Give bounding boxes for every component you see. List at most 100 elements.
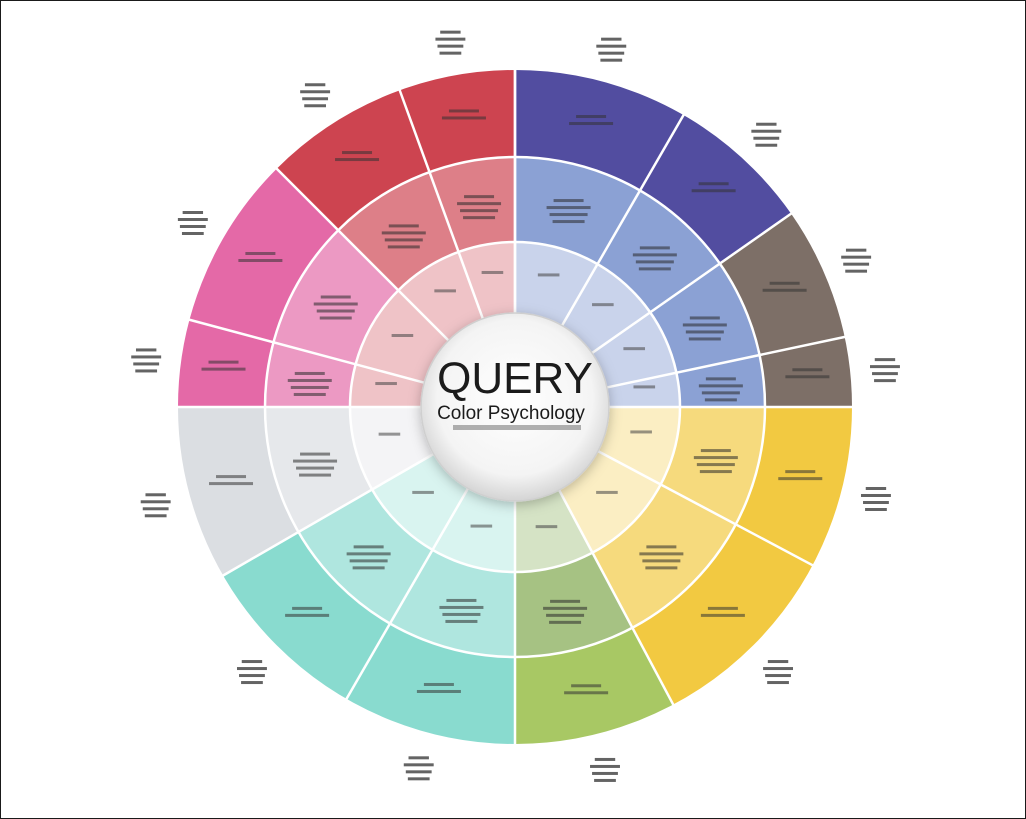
illegible-text-line [705, 377, 736, 381]
illegible-text-line [437, 44, 464, 48]
illegible-text-line [576, 115, 607, 119]
illegible-text-line [408, 756, 429, 760]
illegible-text-line [239, 674, 265, 678]
illegible-text-line [632, 253, 677, 257]
wheel-segment [640, 114, 792, 264]
wheel-segment [606, 372, 680, 407]
illegible-text-line [446, 598, 477, 602]
illegible-text-line [549, 213, 588, 217]
wheel-segment [597, 407, 680, 485]
illegible-text-line [245, 252, 276, 255]
illegible-text-line [689, 316, 720, 320]
illegible-text-line [435, 37, 466, 41]
illegible-text-line [865, 507, 887, 511]
illegible-text-line [407, 777, 430, 781]
illegible-text-line [596, 490, 618, 494]
wheel-divider [591, 212, 793, 355]
illegible-text-line [304, 104, 327, 108]
illegible-text-line [549, 620, 582, 624]
illegible-text-line [133, 362, 160, 366]
illegible-text-line [216, 475, 247, 479]
illegible-text-line [756, 122, 777, 126]
illegible-text-line [778, 477, 823, 481]
illegible-text-line [564, 691, 609, 695]
illegible-text-line [182, 211, 204, 214]
illegible-text-line [635, 260, 674, 264]
illegible-text-line [405, 770, 432, 774]
illegible-text-line [335, 158, 380, 162]
illegible-text-line [300, 90, 331, 94]
illegible-text-line [241, 660, 263, 664]
illegible-text-line [378, 432, 401, 436]
illegible-text-line [434, 289, 456, 293]
illegible-text-line [767, 681, 789, 685]
illegible-text-line [691, 189, 736, 193]
wheel-segment [592, 484, 736, 628]
illegible-text-line [874, 358, 896, 362]
illegible-text-line [552, 220, 585, 224]
illegible-text-line [441, 116, 486, 120]
illegible-text-line [537, 273, 560, 277]
illegible-text-line [870, 365, 900, 369]
illegible-text-line [201, 367, 246, 371]
illegible-text-line [753, 136, 780, 140]
wheel-band-separator [348, 240, 682, 574]
wheel-segment [559, 451, 661, 553]
illegible-text-line [460, 209, 499, 213]
illegible-text-line [464, 195, 495, 199]
illegible-text-line [293, 459, 338, 463]
wheel-segment [390, 549, 515, 657]
illegible-text-line [638, 267, 671, 271]
illegible-text-line [241, 681, 263, 685]
wheel-segment [735, 407, 853, 566]
illegible-text-line [767, 660, 789, 664]
illegible-text-line [145, 493, 166, 497]
illegible-text-line [236, 667, 267, 671]
illegible-text-line [569, 122, 614, 126]
illegible-text-line [313, 302, 358, 306]
center-title: QUERY [437, 354, 593, 403]
illegible-text-line [300, 452, 331, 456]
illegible-text-line [592, 303, 614, 307]
illegible-text-line [131, 355, 162, 359]
illegible-text-line [594, 778, 616, 782]
illegible-text-line [535, 525, 558, 529]
wheel-divider [560, 113, 686, 327]
illegible-text-line [645, 566, 678, 570]
wheel-divider [558, 489, 675, 707]
illegible-text-line [630, 430, 652, 434]
illegible-text-line [302, 97, 329, 101]
illegible-text-line [481, 270, 504, 274]
illegible-text-line [546, 206, 591, 210]
illegible-text-line [763, 667, 794, 671]
illegible-text-line [646, 545, 677, 549]
illegible-text-line [841, 255, 872, 259]
illegible-text-line [755, 143, 778, 147]
illegible-text-line [448, 109, 479, 113]
center-caption-mark [453, 425, 581, 430]
illegible-text-line [440, 30, 461, 34]
illegible-text-line [439, 605, 484, 609]
center-subtitle: Color Psychology [437, 403, 585, 424]
illegible-text-line [349, 559, 388, 563]
illegible-text-line [135, 348, 157, 352]
wheel-segment [458, 242, 515, 319]
illegible-text-line [860, 493, 891, 497]
illegible-text-line [765, 674, 791, 678]
illegible-text-line [699, 470, 732, 474]
center-circle [420, 312, 610, 502]
illegible-text-line [316, 309, 355, 313]
illegible-text-line [181, 232, 204, 235]
illegible-text-line [696, 463, 735, 467]
illegible-text-line [700, 449, 731, 453]
illegible-text-line [384, 238, 423, 242]
illegible-text-line [296, 466, 335, 470]
illegible-text-line [177, 218, 208, 221]
illegible-text-line [543, 606, 588, 610]
wheel-segment [515, 157, 640, 265]
illegible-text-line [142, 507, 169, 511]
wheel-band-separator [263, 155, 767, 659]
illegible-text-line [470, 524, 493, 528]
illegible-text-line [320, 295, 351, 299]
wheel-segment [515, 489, 593, 572]
